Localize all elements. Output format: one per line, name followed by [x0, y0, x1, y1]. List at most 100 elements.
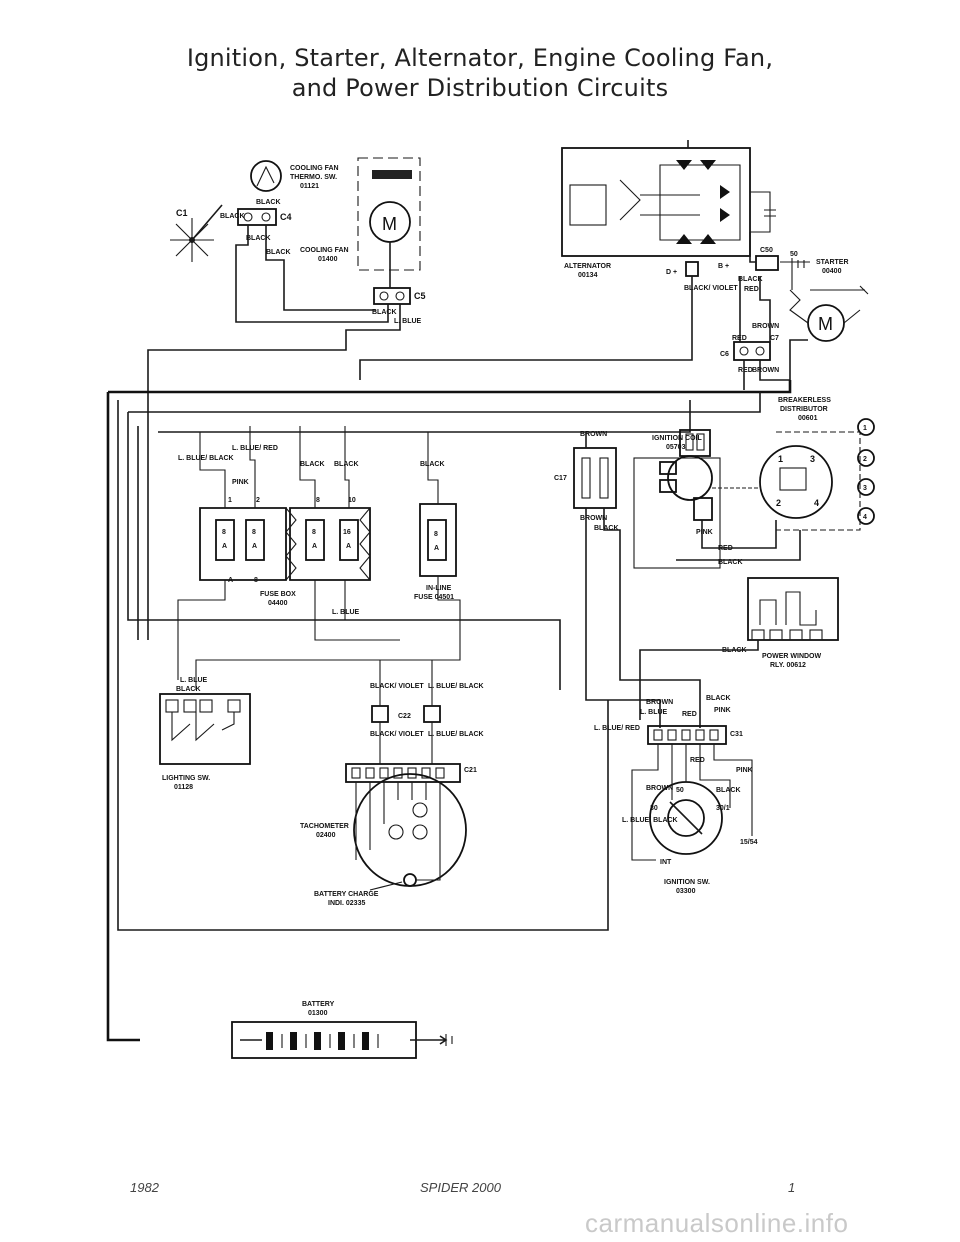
tachometer-label: TACHOMETER — [300, 823, 349, 830]
inline-fuse-rating: 8 — [434, 531, 438, 538]
connector-c21: C21 — [345, 763, 477, 783]
footer-page-number: 1 — [788, 1180, 796, 1195]
wire-label-brown: BROWN — [580, 515, 607, 522]
tachometer: TACHOMETER 02400 BATTERY CHARGE INDI. 02… — [300, 773, 467, 907]
wire-label-brown: BROWN — [752, 323, 779, 330]
wire-label-black: BLACK — [220, 213, 245, 220]
wire-label-brown: BROWN — [752, 367, 779, 374]
connector-c22-label: C22 — [398, 713, 411, 720]
wire-label-brown: BROWN — [580, 431, 607, 438]
wire-label-lblue-red: L. BLUE/ RED — [232, 445, 278, 452]
inline-fuse-label2: FUSE 04501 — [414, 594, 454, 601]
ignition-switch: 50 30 30/1 15/54 INT IGNITION SW. 03300 … — [622, 757, 758, 895]
alternator: ALTERNATOR 00134 D + B + BLACK/ VIOLET — [561, 140, 776, 292]
alternator-d-plus-label: D + — [666, 269, 677, 276]
footer-model: SPIDER 2000 — [420, 1180, 501, 1195]
starter-terminal-50: 50 — [790, 251, 798, 258]
wire-label-black: BLACK — [176, 686, 201, 693]
distributor-terminal-4: 4 — [814, 498, 819, 508]
fuse-box-code: 04400 — [268, 600, 288, 607]
fuse-box: 8 A 8 A 8 A 16 A 1 2 8 10 A 8 FUSE BOX 0… — [178, 445, 445, 616]
wire-label-black: BLACK — [266, 249, 291, 256]
wire-label-black: BLACK — [718, 559, 743, 566]
fuse-terminal-b: 8 — [254, 577, 258, 584]
connector-c21-label: C21 — [464, 767, 477, 774]
fan-motor-symbol: M — [382, 214, 397, 234]
thermo-switch-label2: THERMO. SW. — [290, 174, 337, 181]
diagram-title-line1: Ignition, Starter, Alternator, Engine Co… — [186, 44, 774, 72]
connector-c50-label: C50 — [760, 247, 773, 254]
power-window-relay: POWER WINDOW RLY. 00612 BLACK — [722, 577, 839, 669]
fuse-terminal-2: 2 — [256, 497, 260, 504]
battery: BATTERY 01300 — [231, 1001, 453, 1059]
fuse-terminal-8: 8 — [316, 497, 320, 504]
distributor-terminal-1: 1 — [778, 454, 783, 464]
wire-label-red: RED — [682, 711, 697, 718]
spark-plug-1: 1 — [863, 425, 867, 432]
distributor-terminal-2: 2 — [776, 498, 781, 508]
wire-label-lblue: L. BLUE — [394, 318, 422, 325]
wire-label-lblue-black: L. BLUE/ BLACK — [428, 731, 484, 738]
cooling-fan-label: COOLING FAN — [300, 247, 349, 254]
alternator-code: 00134 — [578, 272, 598, 279]
ground-spark-symbol: C1 — [170, 204, 223, 262]
fuse-rating: 8 — [252, 529, 256, 536]
connector-c22: C22 BLACK/ VIOLET L. BLUE/ BLACK BLACK/ … — [370, 683, 484, 738]
wire-label-black: BLACK — [420, 461, 445, 468]
wire-label-lblue: L. BLUE — [640, 709, 668, 716]
battery-label: BATTERY — [302, 1001, 335, 1008]
wire-label-lblue: L. BLUE — [332, 609, 360, 616]
distributor-label: BREAKERLESS — [778, 397, 831, 404]
lighting-switch: LIGHTING SW. 01128 L. BLUE BLACK — [159, 677, 251, 791]
battery-code: 01300 — [308, 1010, 328, 1017]
wire-label-black: BLACK — [738, 276, 763, 283]
fuse-unit: A — [312, 543, 317, 550]
lighting-switch-label: LIGHTING SW. — [162, 775, 210, 782]
fuse-rating: 16 — [343, 529, 351, 536]
ignition-switch-code: 03300 — [676, 888, 696, 895]
connector-c1-label: C1 — [176, 208, 188, 218]
breakerless-distributor: BREAKERLESS DISTRIBUTOR 00601 1 3 2 4 1 … — [759, 397, 875, 531]
thermo-switch-label: COOLING FAN — [290, 165, 339, 172]
wire-label-red: RED — [744, 286, 759, 293]
inline-fuse-unit: A — [434, 545, 439, 552]
wire-label-black-violet: BLACK/ VIOLET — [370, 683, 424, 690]
starter-motor: C50 50 STARTER 00400 M — [755, 247, 869, 342]
wire-label-black: BLACK — [716, 787, 741, 794]
wire-label-black: BLACK — [300, 461, 325, 468]
alternator-b-plus-label: B + — [718, 263, 729, 270]
alternator-label: ALTERNATOR — [564, 263, 611, 270]
wire-label-pink: PINK — [232, 479, 249, 486]
footer-year: 1982 — [130, 1180, 159, 1195]
wire-label-black-violet: BLACK/ VIOLET — [684, 285, 738, 292]
inline-fuse: 8 A IN-LINE FUSE 04501 — [414, 503, 457, 601]
fuse-terminal-a: A — [228, 577, 233, 584]
watermark: carmanualsonline.info — [585, 1208, 849, 1238]
fuse-unit: A — [346, 543, 351, 550]
lighting-switch-code: 01128 — [174, 784, 193, 791]
wire-label-black-violet: BLACK/ VIOLET — [370, 731, 424, 738]
wire-label-red: RED — [738, 367, 753, 374]
connector-c4-label: C4 — [280, 212, 292, 222]
wire-label-black: BLACK — [246, 235, 271, 242]
starter-motor-symbol: M — [818, 314, 833, 334]
cooling-fan-thermo-switch: COOLING FAN THERMO. SW. 01121 BLACK C4 B… — [220, 160, 339, 256]
wire-label-black: BLACK — [372, 309, 397, 316]
power-window-relay-label: POWER WINDOW — [762, 653, 821, 660]
wire-label-pink: PINK — [714, 707, 731, 714]
connector-c17: C17 BROWN BROWN BLACK — [554, 431, 619, 532]
connector-c31-label: C31 — [730, 731, 743, 738]
cooling-fan-code: 01400 — [318, 256, 338, 263]
distributor-label2: DISTRIBUTOR — [780, 406, 828, 413]
connector-c5-label: C5 — [414, 291, 426, 301]
spark-plug-4: 4 — [863, 514, 867, 521]
battery-charge-code: INDI. 02335 — [328, 900, 365, 907]
starter-code: 00400 — [822, 268, 842, 275]
spark-plug-2: 2 — [863, 456, 867, 463]
fuse-rating: 8 — [312, 529, 316, 536]
power-window-relay-label2: RLY. 00612 — [770, 662, 806, 669]
wire-label-black: BLACK — [594, 525, 619, 532]
wire-label-brown: BROWN — [646, 699, 673, 706]
ignition-switch-label: IGNITION SW. — [664, 879, 710, 886]
